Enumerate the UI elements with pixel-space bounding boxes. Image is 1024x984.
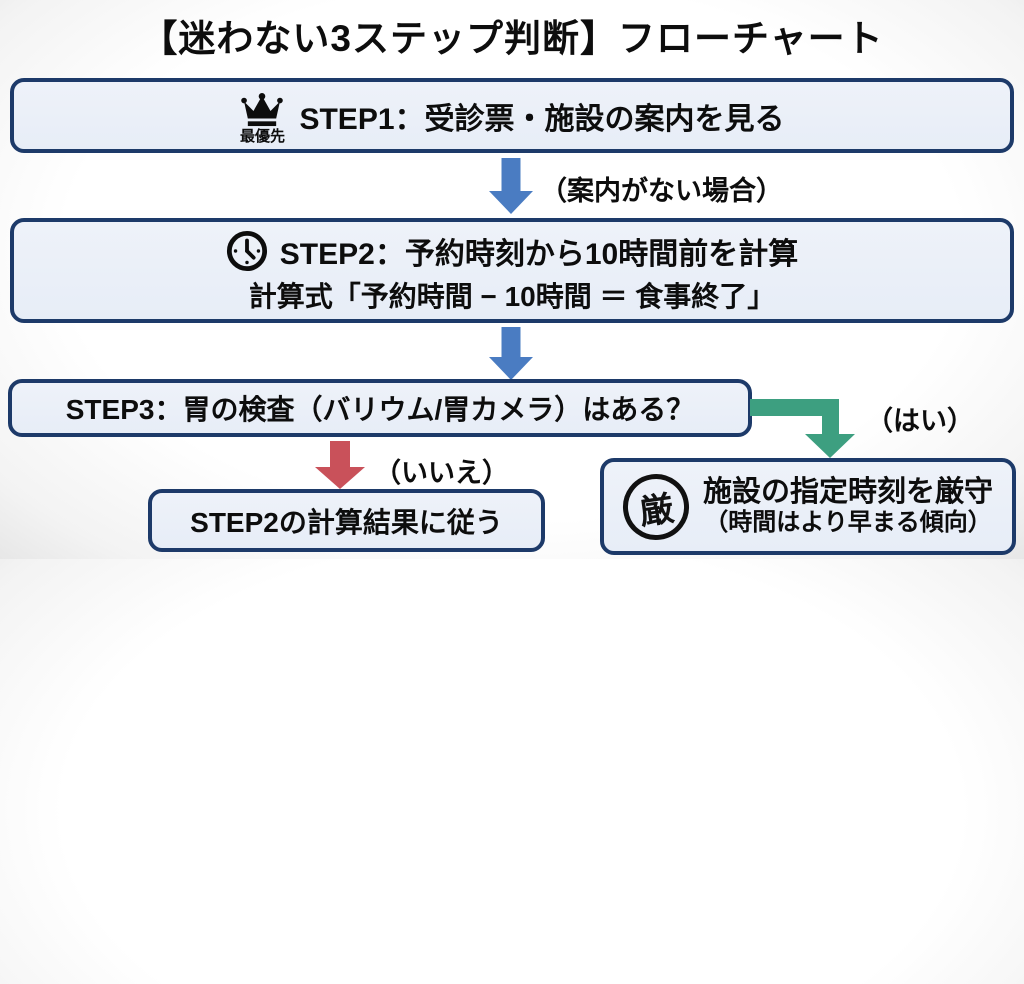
step2-line1: STEP2：予約時刻から10時間前を計算 xyxy=(279,237,799,271)
node-result-yes: 厳 施設の指定時刻を厳守 （時間はより早まる傾向） xyxy=(600,458,1016,555)
edge-label-no-guidance: （案内がない場合） xyxy=(540,176,783,206)
arrow-step3-yes xyxy=(750,399,838,416)
step2-line2: 計算式「予約時間 − 10時間 ＝ 食事終了」 xyxy=(248,280,776,312)
node-step3: STEP3：胃の検査（バリウム/胃カメラ）はある？ xyxy=(8,379,752,437)
arrow-step3-yes-stem xyxy=(822,399,839,436)
edge-label-no: （いいえ） xyxy=(374,458,509,488)
edge-label-yes: （はい） xyxy=(866,406,974,436)
result-no-text: STEP2の計算結果に従う xyxy=(190,506,503,538)
strict-seal-icon: 厳 xyxy=(618,469,694,544)
step3-text: STEP3：胃の検査（バリウム/胃カメラ）はある？ xyxy=(65,394,695,425)
node-step2: STEP2：予約時刻から10時間前を計算 計算式「予約時間 − 10時間 ＝ 食… xyxy=(10,218,1014,323)
node-step1: 最優先 STEP1：受診票・施設の案内を見る xyxy=(10,78,1014,153)
page-title: 【迷わない3ステップ判断】フローチャート xyxy=(140,18,884,59)
arrow-step3-yes-head xyxy=(805,434,855,458)
step1-text: STEP1：受診票・施設の案内を見る xyxy=(299,102,785,136)
arrow-step2-to-step3 xyxy=(489,327,533,380)
result-yes-line2: （時間はより早まる傾向） xyxy=(704,509,992,537)
arrow-step1-to-step2 xyxy=(489,158,533,214)
arrow-step3-no xyxy=(315,441,365,489)
flowchart: 【迷わない3ステップ判断】フローチャート 最優先 STEP1：受診票・施設の案内… xyxy=(8,18,1016,555)
result-yes-line1: 施設の指定時刻を厳守 xyxy=(702,476,993,509)
node-result-no: STEP2の計算結果に従う xyxy=(148,489,545,552)
crown-icon-label: 最優先 xyxy=(239,128,285,145)
crown-icon: 最優先 xyxy=(239,93,285,144)
clock-icon xyxy=(226,230,268,272)
